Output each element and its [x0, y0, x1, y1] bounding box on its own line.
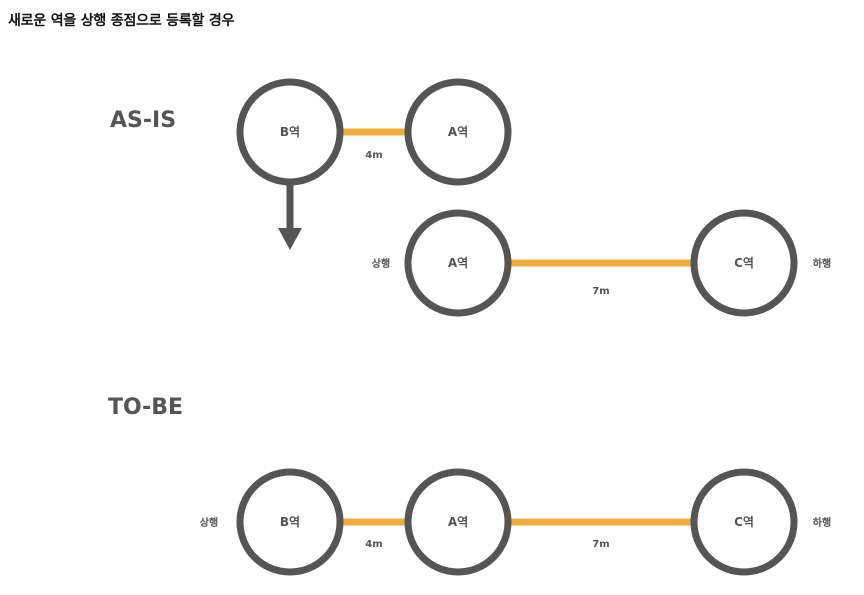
as-is-station-a-bottom[interactable]: A역 [404, 209, 512, 317]
as-is-station-c-label: C역 [734, 255, 754, 270]
to-be-station-c-circle [690, 468, 798, 576]
to-be-station-a[interactable]: A역 [404, 468, 512, 576]
to-be-station-a-circle [404, 468, 512, 576]
as-is-station-b-label: B역 [280, 124, 300, 139]
to-be-station-c[interactable]: C역 [690, 468, 798, 576]
to-be-station-b[interactable]: B역 [236, 468, 344, 576]
to-be-down-direction-label: 하행 [813, 516, 831, 529]
page-title: 새로운 역을 상행 종점으로 등록할 경우 [8, 13, 235, 29]
as-is-up-direction-label: 상행 [372, 257, 390, 270]
to-be-up-direction-label: 상행 [200, 516, 218, 529]
as-is-distance-b-a: 4m [365, 150, 382, 161]
to-be-station-c-label: C역 [734, 514, 754, 529]
as-is-station-a-top-label: A역 [448, 124, 468, 139]
to-be-station-a-label: A역 [448, 514, 468, 529]
to-be-label: TO-BE [108, 395, 183, 420]
as-is-station-a-top-circle [404, 78, 512, 186]
to-be-distance-a-c: 7m [592, 539, 609, 550]
as-is-station-c[interactable]: C역 [690, 209, 798, 317]
to-be-station-b-label: B역 [280, 514, 300, 529]
to-be-station-b-circle [236, 468, 344, 576]
as-is-down-direction-label: 하행 [813, 257, 831, 270]
as-is-station-a-top[interactable]: A역 [404, 78, 512, 186]
as-is-station-a-bottom-circle [404, 209, 512, 317]
move-down-arrow-icon [278, 182, 302, 250]
as-is-distance-a-c: 7m [592, 286, 609, 297]
as-is-station-b[interactable]: B역 [236, 78, 344, 186]
as-is-station-a-bottom-label: A역 [448, 255, 468, 270]
move-arrow-head [278, 228, 302, 250]
as-is-label: AS-IS [110, 108, 176, 133]
as-is-station-c-circle [690, 209, 798, 317]
to-be-distance-b-a: 4m [365, 539, 382, 550]
